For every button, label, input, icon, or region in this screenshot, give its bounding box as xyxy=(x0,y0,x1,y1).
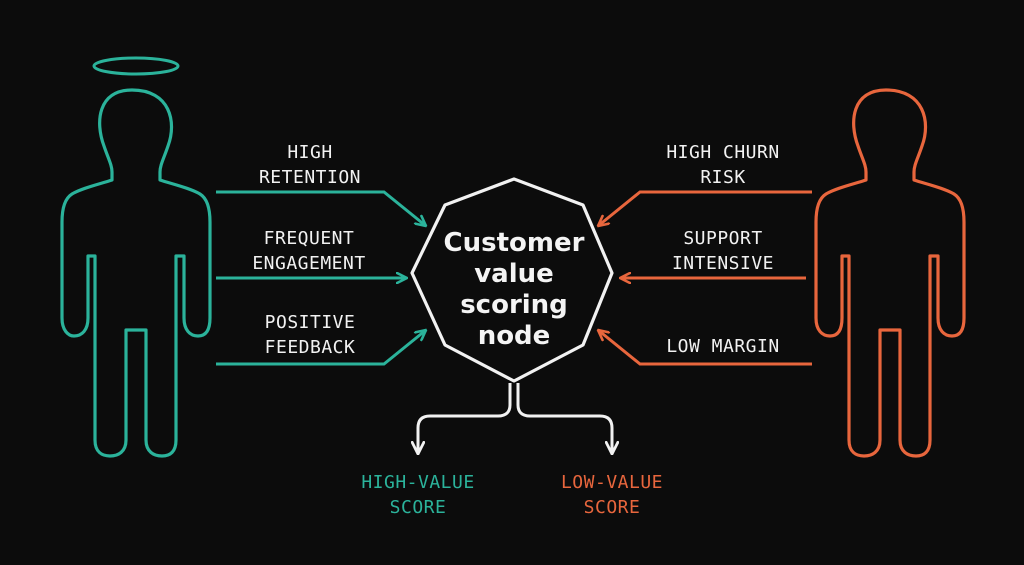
label-line: HIGH xyxy=(287,142,333,163)
label-line: LOW-VALUE xyxy=(560,472,664,493)
arrow-high-retention xyxy=(216,190,426,226)
label-line: RISK xyxy=(700,167,746,188)
node-title-line: scoring xyxy=(460,290,568,320)
label-positive-feedback: POSITIVE FEEDBACK xyxy=(236,310,384,360)
label-line: SCORE xyxy=(583,497,641,518)
label-line: POSITIVE xyxy=(264,312,356,333)
label-line: HIGH-VALUE xyxy=(361,472,475,493)
label-high-value-score: HIGH-VALUE SCORE xyxy=(336,470,500,520)
arrow-to-high-value xyxy=(418,383,512,454)
arrow-high-churn-risk xyxy=(598,190,812,226)
label-line: INTENSIVE xyxy=(671,253,775,274)
label-support-intensive: SUPPORT INTENSIVE xyxy=(650,226,796,276)
label-line: SUPPORT xyxy=(683,228,763,249)
label-line: HIGH CHURN xyxy=(666,142,780,163)
halo-icon xyxy=(92,56,180,76)
arrow-low-margin xyxy=(598,330,812,366)
arrow-to-low-value xyxy=(516,383,612,454)
label-high-retention: HIGH RETENTION xyxy=(236,140,384,190)
node-title: Customer value scoring node xyxy=(424,228,604,352)
node-title-line: node xyxy=(477,321,551,351)
label-line: RETENTION xyxy=(258,167,362,188)
label-frequent-engagement: FREQUENT ENGAGEMENT xyxy=(228,226,390,276)
label-low-margin: LOW MARGIN xyxy=(640,334,806,359)
arrow-positive-feedback xyxy=(216,330,426,366)
label-line: FEEDBACK xyxy=(264,337,356,358)
label-line: FREQUENT xyxy=(263,228,355,249)
label-high-churn-risk: HIGH CHURN RISK xyxy=(640,140,806,190)
label-line: ENGAGEMENT xyxy=(252,253,366,274)
angel-person-icon xyxy=(60,88,212,458)
label-low-value-score: LOW-VALUE SCORE xyxy=(530,470,694,520)
label-line: LOW MARGIN xyxy=(666,336,780,357)
scoring-node-shape xyxy=(410,177,614,383)
node-title-line: Customer xyxy=(443,228,585,258)
label-line: SCORE xyxy=(389,497,447,518)
person-icon xyxy=(814,88,966,458)
node-title-line: value xyxy=(474,259,554,289)
